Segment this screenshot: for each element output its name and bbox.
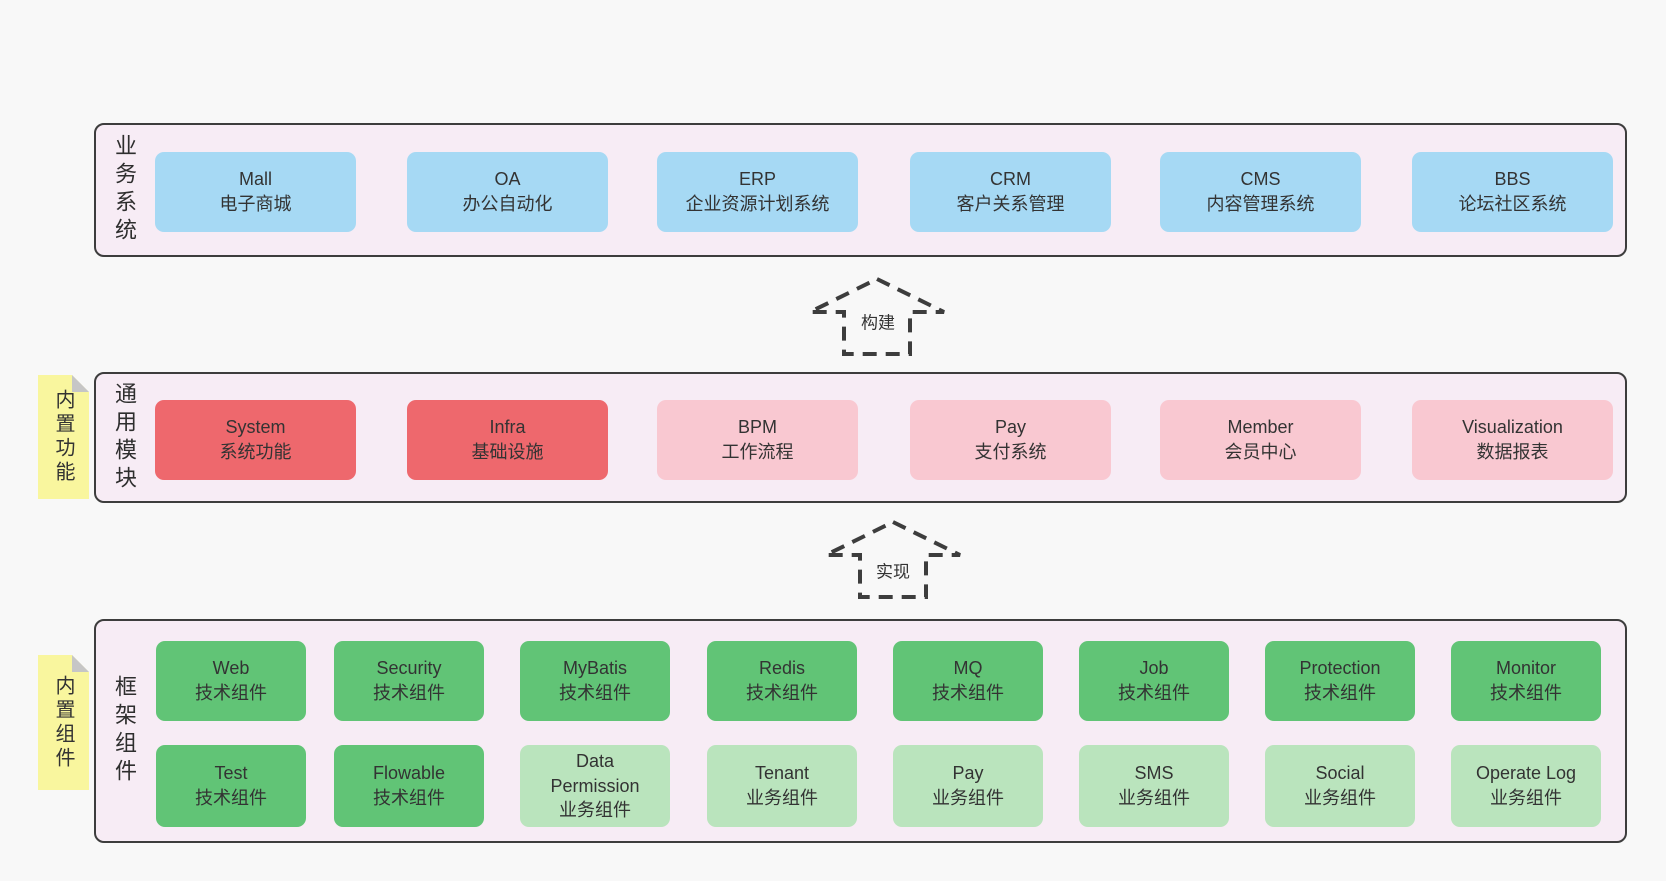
box-pay-business: Pay 业务组件: [893, 745, 1043, 827]
box-visualization: Visualization 数据报表: [1412, 400, 1613, 480]
box-title: Operate Log: [1475, 763, 1577, 784]
layer-label-framework-components: 框架组件: [112, 675, 137, 787]
build-arrow-label: 构建: [857, 307, 899, 335]
box-subtitle: 论坛社区系统: [1458, 194, 1567, 214]
box-title: CRM: [990, 169, 1031, 190]
box-monitor: Monitor 技术组件: [1451, 641, 1601, 721]
box-job: Job 技术组件: [1079, 641, 1229, 721]
box-pay: Pay 支付系统: [910, 400, 1111, 480]
box-mybatis: MyBatis 技术组件: [520, 641, 670, 721]
layer-framework-components: 框架组件 Web 技术组件 Security 技术组件 MyBatis 技术组件…: [94, 619, 1627, 843]
box-title: OA: [494, 169, 521, 190]
box-title: Pay: [952, 763, 984, 784]
box-title: Social: [1315, 763, 1365, 784]
box-title: BPM: [737, 417, 777, 438]
box-mall: Mall 电子商城: [155, 152, 356, 232]
box-subtitle: 业务组件: [1118, 788, 1190, 808]
box-subtitle: 电子商城: [219, 194, 292, 214]
box-subtitle: 技术组件: [195, 683, 267, 703]
box-cms: CMS 内容管理系统: [1160, 152, 1361, 232]
box-erp: ERP 企业资源计划系统: [657, 152, 858, 232]
box-title: MQ: [953, 658, 983, 679]
box-subtitle: 业务组件: [559, 800, 631, 821]
box-bpm: BPM 工作流程: [657, 400, 858, 480]
layer-label-common-modules: 通用模块: [112, 381, 137, 494]
box-subtitle: 会员中心: [1224, 442, 1297, 462]
box-subtitle: 业务组件: [746, 788, 818, 808]
box-data-permission: Data Permission 业务组件: [520, 745, 670, 827]
box-title: System: [225, 417, 286, 438]
box-subtitle: 企业资源计划系统: [685, 194, 830, 214]
box-title: Security: [376, 658, 442, 679]
arrow-up-icon: [809, 276, 945, 356]
box-title: Mall: [238, 169, 272, 190]
box-title: Monitor: [1495, 658, 1557, 679]
box-subtitle: 技术组件: [746, 683, 818, 703]
box-subtitle: 工作流程: [721, 442, 794, 462]
sticky-note-built-in-components: 内置组件: [38, 655, 89, 790]
box-title: Data Permission: [550, 750, 640, 796]
box-subtitle: 内容管理系统: [1206, 194, 1315, 214]
box-protection: Protection 技术组件: [1265, 641, 1415, 721]
arrow-up-icon: [825, 519, 961, 599]
box-title: Pay: [994, 417, 1027, 438]
box-redis: Redis 技术组件: [707, 641, 857, 721]
sticky-note-label: 内置功能: [52, 389, 74, 485]
box-sms: SMS 业务组件: [1079, 745, 1229, 827]
sticky-note-label: 内置组件: [52, 674, 74, 771]
box-infra: Infra 基础设施: [407, 400, 608, 480]
box-subtitle: 技术组件: [1490, 683, 1562, 703]
box-bbs: BBS 论坛社区系统: [1412, 152, 1613, 232]
box-subtitle: 系统功能: [219, 442, 292, 462]
box-title: Job: [1139, 658, 1169, 679]
box-subtitle: 办公自动化: [462, 194, 553, 214]
box-crm: CRM 客户关系管理: [910, 152, 1111, 232]
box-web: Web 技术组件: [156, 641, 306, 721]
sticky-note-built-in-features: 内置功能: [38, 375, 89, 499]
box-security: Security 技术组件: [334, 641, 484, 721]
box-title: Redis: [758, 658, 806, 679]
box-subtitle: 技术组件: [932, 683, 1004, 703]
box-subtitle: 基础设施: [471, 442, 544, 462]
box-subtitle: 业务组件: [1490, 788, 1562, 808]
box-title: SMS: [1134, 763, 1174, 784]
box-subtitle: 技术组件: [373, 788, 445, 808]
box-title: Member: [1227, 417, 1294, 438]
box-social: Social 业务组件: [1265, 745, 1415, 827]
layer-business-systems: 业务系统 Mall 电子商城 OA 办公自动化 ERP 企业资源计划系统 CRM…: [94, 123, 1627, 257]
implement-arrow-label: 实现: [872, 556, 914, 584]
box-subtitle: 业务组件: [932, 788, 1004, 808]
box-subtitle: 数据报表: [1476, 442, 1549, 462]
box-title: Visualization: [1462, 417, 1563, 438]
box-operate-log: Operate Log 业务组件: [1451, 745, 1601, 827]
box-title: MyBatis: [562, 658, 627, 679]
box-oa: OA 办公自动化: [407, 152, 608, 232]
box-subtitle: 技术组件: [195, 788, 267, 808]
box-title: Tenant: [754, 763, 810, 784]
box-title: Protection: [1299, 658, 1381, 679]
layer-label-business-systems: 业务系统: [112, 134, 137, 246]
box-member: Member 会员中心: [1160, 400, 1361, 480]
box-title: ERP: [738, 169, 776, 190]
box-test: Test 技术组件: [156, 745, 306, 827]
box-tenant: Tenant 业务组件: [707, 745, 857, 827]
box-mq: MQ 技术组件: [893, 641, 1043, 721]
box-title: Web: [212, 658, 250, 679]
box-subtitle: 支付系统: [974, 442, 1047, 462]
box-title: Flowable: [372, 763, 446, 784]
box-subtitle: 客户关系管理: [956, 194, 1065, 214]
box-subtitle: 业务组件: [1304, 788, 1376, 808]
box-subtitle: 技术组件: [373, 683, 445, 703]
box-title: Test: [214, 763, 248, 784]
layer-common-modules: 通用模块 System 系统功能 Infra 基础设施 BPM 工作流程 Pay…: [94, 372, 1627, 503]
box-subtitle: 技术组件: [559, 683, 631, 703]
box-title: BBS: [1494, 169, 1531, 190]
box-flowable: Flowable 技术组件: [334, 745, 484, 827]
box-subtitle: 技术组件: [1118, 683, 1190, 703]
box-title: CMS: [1240, 169, 1281, 190]
box-subtitle: 技术组件: [1304, 683, 1376, 703]
box-title: Infra: [489, 417, 526, 438]
box-system: System 系统功能: [155, 400, 356, 480]
